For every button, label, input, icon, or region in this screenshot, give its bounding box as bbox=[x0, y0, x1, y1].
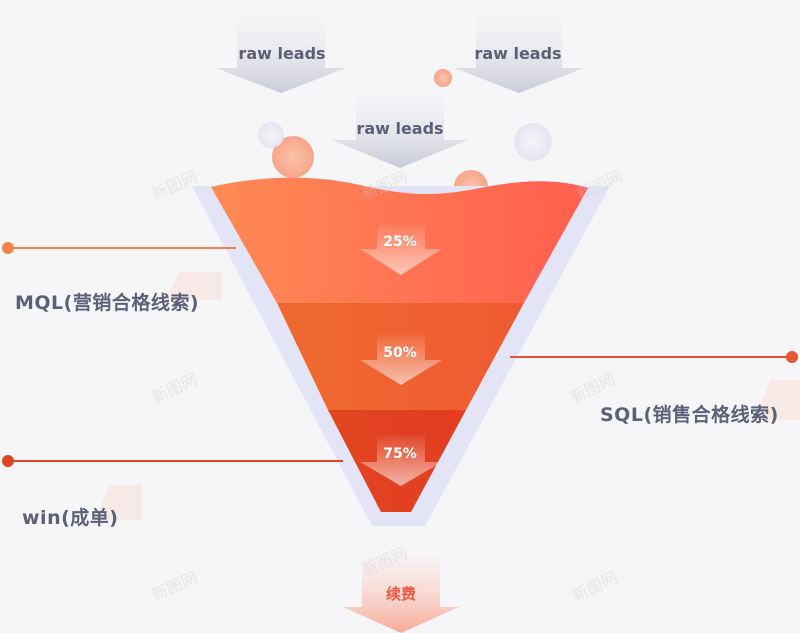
renewal-arrow bbox=[343, 558, 459, 633]
stage-percent-50: 50% bbox=[383, 345, 417, 361]
mql-callout-dot bbox=[2, 242, 14, 254]
lead-bubble bbox=[272, 136, 314, 178]
label-decoration bbox=[95, 485, 142, 520]
lead-bubble bbox=[434, 69, 452, 87]
mql-label: MQL(营销合格线索) bbox=[15, 292, 200, 314]
renewal-label: 续费 bbox=[385, 585, 416, 603]
raw-leads-label-3: raw leads bbox=[356, 119, 444, 138]
raw-leads-arrow-1 bbox=[216, 12, 346, 93]
raw-leads-label-2: raw leads bbox=[474, 44, 562, 63]
label-decoration bbox=[755, 380, 800, 420]
stage-arrow-3 bbox=[360, 436, 442, 486]
win-label: win(成单) bbox=[22, 507, 119, 529]
win-callout-dot bbox=[2, 455, 14, 467]
sql-callout-dot bbox=[786, 351, 798, 363]
label-decoration bbox=[165, 272, 222, 300]
raw-leads-label-1: raw leads bbox=[238, 44, 326, 63]
stage-arrow-1 bbox=[360, 225, 442, 275]
raw-leads-arrow-2 bbox=[454, 12, 584, 93]
lead-bubble bbox=[258, 122, 284, 148]
sql-label: SQL(销售合格线索) bbox=[600, 404, 779, 426]
stage-arrow-2 bbox=[360, 335, 442, 385]
stage-percent-25: 25% bbox=[383, 234, 417, 250]
lead-bubble bbox=[514, 123, 552, 161]
stage-percent-75: 75% bbox=[383, 446, 417, 462]
raw-leads-arrow-3 bbox=[332, 85, 468, 168]
